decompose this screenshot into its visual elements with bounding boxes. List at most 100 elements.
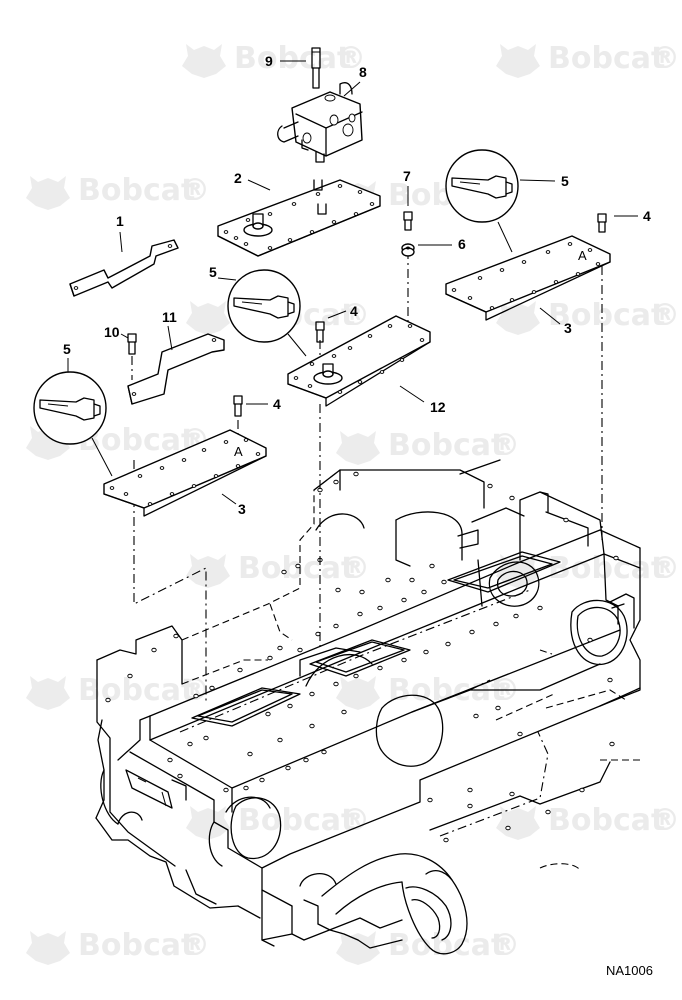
- bolt-hole: [409, 577, 415, 583]
- bolt-hole: [151, 647, 157, 653]
- bolt-hole: [333, 623, 339, 629]
- bolt-hole: [469, 629, 475, 635]
- bobcat-watermark: Bobcat®: [496, 41, 680, 78]
- bolt-hole: [337, 184, 343, 188]
- bolt-hole: [357, 190, 363, 194]
- bobcat-watermark: Bobcat®: [336, 673, 520, 710]
- bolt-hole: [105, 697, 111, 703]
- bolt-hole: [147, 502, 153, 506]
- cover-plate-part-12: [287, 315, 431, 407]
- bolt-hole: [477, 276, 483, 280]
- bobcat-watermark: Bobcat®: [186, 803, 370, 840]
- trademark-symbol: ®: [340, 298, 370, 333]
- trademark-symbol: ®: [650, 803, 680, 838]
- bobcat-logo-icon: [186, 806, 230, 840]
- bolt-hole: [467, 803, 473, 809]
- bolt-hole: [401, 597, 407, 603]
- callout-7: 7: [403, 168, 411, 184]
- bolt-hole: [331, 220, 337, 224]
- callout-5-left: 5: [63, 341, 71, 357]
- bolt-hole: [377, 605, 383, 611]
- bolt-hole: [353, 212, 359, 216]
- bolt-hole: [473, 713, 479, 719]
- figure-id: NA1006: [606, 963, 653, 978]
- bobcat-watermark-text: Bobcat: [238, 803, 355, 838]
- bolt-hole: [291, 202, 297, 206]
- bolt-hole: [213, 474, 219, 478]
- bolt-hole: [211, 338, 217, 342]
- bolt-hole: [401, 657, 407, 663]
- bolt-hole: [509, 298, 515, 302]
- bolt-hole: [357, 611, 363, 617]
- bolt-hole: [353, 471, 359, 477]
- callout-6: 6: [458, 236, 466, 252]
- bolt-hole: [243, 785, 249, 791]
- bolt-hole: [499, 268, 505, 272]
- bolt-hole: [337, 390, 343, 394]
- bolt-hole: [495, 705, 501, 711]
- bobcat-watermark: Bobcat®: [496, 803, 680, 840]
- bolt-hole: [309, 723, 315, 729]
- bolt-hole: [487, 483, 493, 489]
- bobcat-watermark-text: Bobcat: [388, 928, 505, 963]
- bolt-hole: [607, 677, 613, 683]
- callout-8: 8: [359, 64, 367, 80]
- bobcat-logo-icon: [182, 44, 226, 78]
- bobcat-watermark-text: Bobcat: [78, 928, 195, 963]
- bobcat-watermark: Bobcat®: [496, 551, 680, 588]
- plate-bolt-holes: [73, 184, 601, 506]
- bolt-hole: [109, 486, 115, 490]
- bolt-hole: [321, 749, 327, 755]
- bobcat-logo-icon: [186, 301, 230, 335]
- bracket-part-1: [69, 239, 179, 297]
- bolt-hole: [243, 438, 249, 442]
- bracket-part-11: [127, 333, 225, 405]
- bolt-hole: [295, 563, 301, 569]
- bolt-hole: [285, 765, 291, 771]
- bolt-hole: [237, 667, 243, 673]
- callout-10: 10: [104, 324, 120, 340]
- bobcat-watermark-text: Bobcat: [388, 428, 505, 463]
- bolt-hole: [267, 655, 273, 661]
- bolt-hole: [303, 757, 309, 763]
- trademark-symbol: ®: [490, 928, 520, 963]
- trademark-symbol: ®: [650, 551, 680, 586]
- bolt-hole: [419, 338, 425, 342]
- bolt-hole: [579, 787, 585, 793]
- bolt-hole: [563, 517, 569, 523]
- bolt-hole: [445, 641, 451, 647]
- bolt-hole: [287, 703, 293, 709]
- bolt-hole: [493, 621, 499, 627]
- bolt-hole: [451, 288, 457, 292]
- trademark-symbol: ®: [336, 41, 366, 76]
- bolt-hole: [167, 757, 173, 763]
- bolt-hole: [489, 306, 495, 310]
- valve-part-8: [277, 82, 363, 163]
- bolt-hole: [255, 452, 261, 456]
- bolt-hole: [587, 637, 593, 643]
- valve-mount-plate-part-2: [217, 179, 381, 257]
- bolt-hole: [331, 354, 337, 358]
- bolt-hole: [385, 577, 391, 583]
- bolt-hole: [335, 587, 341, 593]
- bolt-hole: [167, 244, 173, 248]
- bolt-hole: [505, 825, 511, 831]
- bolt-hole: [531, 290, 537, 294]
- bobcat-watermark: Bobcat®: [336, 428, 520, 465]
- bolt-hole: [131, 392, 137, 396]
- bobcat-logo-icon: [186, 554, 230, 588]
- bolt-hole: [307, 384, 313, 388]
- bolt-hole: [223, 787, 229, 793]
- bobcat-logo-icon: [336, 676, 380, 710]
- bolt-hole: [73, 286, 79, 290]
- bolt-hole: [127, 673, 133, 679]
- callout-4-middle: 4: [350, 303, 358, 319]
- bolt-hole: [267, 246, 273, 250]
- bolt-hole: [191, 484, 197, 488]
- bolt-hole: [203, 735, 209, 741]
- bobcat-watermark: Bobcat®: [26, 928, 210, 965]
- bobcat-watermark-text: Bobcat: [548, 41, 665, 76]
- bolt-hole: [609, 741, 615, 747]
- bolt-hole: [359, 589, 365, 595]
